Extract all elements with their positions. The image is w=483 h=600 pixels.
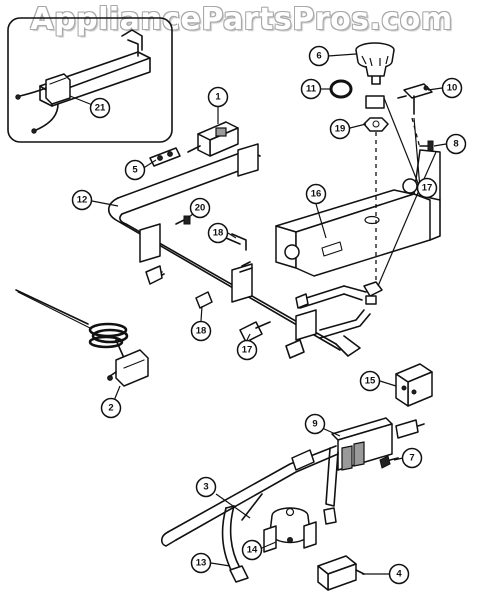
- svg-text:15: 15: [365, 376, 376, 387]
- callout-6: 6: [308, 45, 330, 67]
- spark-module-part: [395, 363, 433, 407]
- svg-text:14: 14: [247, 545, 258, 556]
- callout-18-lower: 18: [190, 320, 212, 342]
- svg-text:1: 1: [215, 92, 221, 103]
- svg-text:11: 11: [306, 84, 317, 95]
- inset-detail: [7, 17, 173, 143]
- svg-text:10: 10: [447, 83, 458, 94]
- callout-19: 19: [329, 118, 351, 140]
- callout-8: 8: [445, 133, 467, 155]
- callout-10: 10: [441, 77, 463, 99]
- callout-17-right: 17: [416, 177, 438, 199]
- callout-12: 12: [71, 189, 93, 211]
- svg-text:17: 17: [242, 345, 253, 356]
- callout-15: 15: [359, 370, 381, 392]
- callout-13: 13: [190, 552, 212, 574]
- surface-switch-part: [317, 555, 365, 591]
- callout-2: 2: [100, 397, 122, 419]
- svg-text:20: 20: [195, 203, 206, 214]
- gas-tube-part-18: [145, 233, 253, 309]
- burner-nut-part: [363, 95, 389, 132]
- thermostat-sensor-part: [15, 289, 149, 387]
- callout-4: 4: [388, 563, 410, 585]
- manifold-pipe-part: [107, 143, 361, 357]
- callout-14: 14: [241, 539, 263, 561]
- svg-text:7: 7: [409, 453, 414, 464]
- callout-7: 7: [401, 447, 423, 469]
- burner-box-part: [275, 149, 441, 277]
- svg-text:13: 13: [196, 558, 207, 569]
- watermark-logo: AppliancePartsPros.com: [30, 2, 453, 37]
- screw-part-7: [379, 455, 399, 469]
- callout-17-lower: 17: [236, 339, 258, 361]
- callout-9: 9: [304, 413, 326, 435]
- svg-text:21: 21: [95, 103, 106, 114]
- o-ring-part: [329, 79, 353, 99]
- callout-16: 16: [305, 183, 327, 205]
- callout-leaders: [69, 53, 447, 575]
- callout-5: 5: [124, 159, 146, 181]
- callout-20: 20: [189, 197, 211, 219]
- small-switch-part: [149, 147, 181, 167]
- svg-text:12: 12: [77, 195, 88, 206]
- svg-text:19: 19: [335, 124, 346, 135]
- svg-text:4: 4: [396, 569, 402, 580]
- svg-text:5: 5: [132, 165, 138, 176]
- callout-3: 3: [195, 476, 217, 498]
- burner-head-part: [355, 42, 395, 85]
- svg-text:18: 18: [196, 326, 207, 337]
- screw-part-20: [175, 215, 191, 225]
- callout-21: 21: [89, 97, 111, 119]
- svg-text:9: 9: [312, 419, 317, 430]
- svg-text:16: 16: [311, 189, 322, 200]
- svg-text:2: 2: [108, 403, 113, 414]
- orifice-bracket-part: [397, 83, 433, 115]
- valve-switch-part: [187, 121, 239, 157]
- svg-text:6: 6: [316, 51, 321, 62]
- callout-11: 11: [300, 78, 322, 100]
- svg-text:17: 17: [422, 183, 433, 194]
- callout-1: 1: [207, 86, 229, 108]
- callout-18-upper: 18: [207, 222, 229, 244]
- gas-tube-part-17: [239, 285, 371, 359]
- svg-text:3: 3: [203, 482, 208, 493]
- orifice-fitting-part: [363, 281, 383, 305]
- pressure-regulator-part: [263, 507, 317, 553]
- svg-text:8: 8: [453, 139, 458, 150]
- svg-text:18: 18: [213, 228, 224, 239]
- wire-harness-part: [160, 445, 339, 547]
- alignment-line-b: [411, 117, 421, 149]
